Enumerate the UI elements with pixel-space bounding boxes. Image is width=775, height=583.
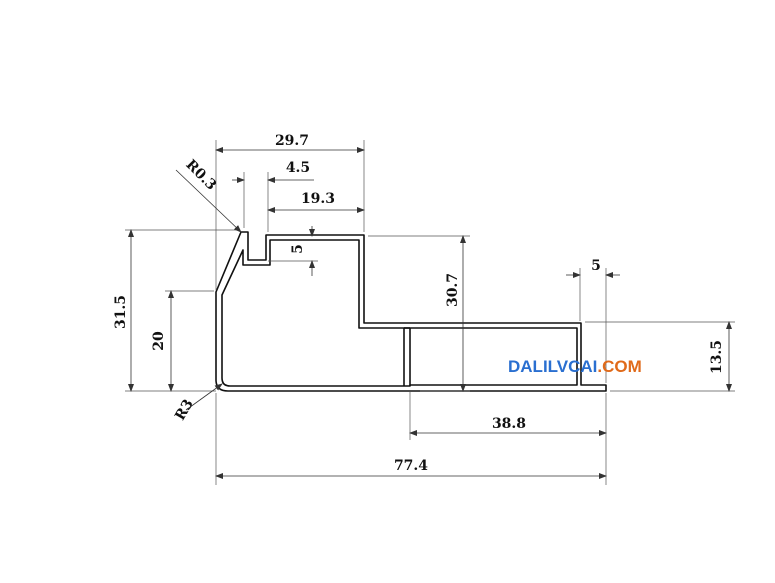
dimension-labels: 29.7 4.5 19.3 R0.3 5 5 31.5 20 30.7 13.5… <box>113 133 725 474</box>
leader-r3 <box>185 383 223 411</box>
label-height-right: 13.5 <box>709 340 725 374</box>
label-height-lower: 20 <box>151 331 167 351</box>
label-slot-depth: 5 <box>290 244 306 254</box>
label-bottom-right: 38.8 <box>492 416 526 432</box>
label-inner-width: 19.3 <box>301 191 335 207</box>
leader-r0-3 <box>175 169 242 233</box>
watermark: DALILVCAI.COM <box>508 357 642 376</box>
watermark-part1: DALILVCAI <box>508 357 597 376</box>
label-slot-width: 4.5 <box>286 160 310 176</box>
label-overall-width: 77.4 <box>394 458 428 474</box>
watermark-part2: .COM <box>597 357 641 376</box>
label-width-top: 29.7 <box>275 133 309 149</box>
label-right-gap: 5 <box>591 258 601 274</box>
label-height-mid: 30.7 <box>445 273 461 307</box>
dimension-lines <box>128 147 732 479</box>
profile-inner <box>221 239 578 387</box>
label-radius-top: R0.3 <box>182 157 219 194</box>
label-radius-corner: R3 <box>172 397 197 424</box>
label-height-total: 31.5 <box>113 295 129 329</box>
